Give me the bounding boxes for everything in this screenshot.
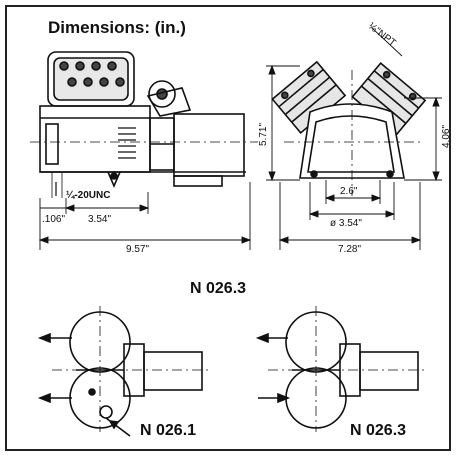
dim-length-label: 9.57" [126,244,149,255]
variant-left-label: N 026.1 [140,422,197,439]
dim-base-label: 3.54" [88,214,111,225]
crankcase [299,103,405,179]
outer-border [5,5,451,451]
front-dimensions [38,182,252,250]
variant-right-label: N 026.3 [350,422,407,439]
dim-offset-label: .106" [42,214,65,225]
dim-mount-label: ø 3.54" [330,218,362,229]
motor-body [39,105,151,173]
page-title: Dimensions: (in.) [48,18,186,37]
dim-side-height-label: 4.06" [441,125,452,148]
dim-width-label: 7.28" [338,244,361,255]
side-dimensions [266,27,442,250]
port-head-left [69,367,131,429]
front-view [30,51,258,198]
dim-hole-label: 2.6" [340,186,358,197]
flow-diagram-left [37,306,210,437]
dim-height-label: 5.71" [258,123,269,146]
thread-label: ¼-20UNC [66,190,110,201]
side-view [271,60,427,196]
npt-label: ⅛"NPT [366,21,398,49]
main-model-label: N 026.3 [190,280,247,297]
flow-diagram-right [255,306,426,432]
motor-cylinder [173,113,245,177]
